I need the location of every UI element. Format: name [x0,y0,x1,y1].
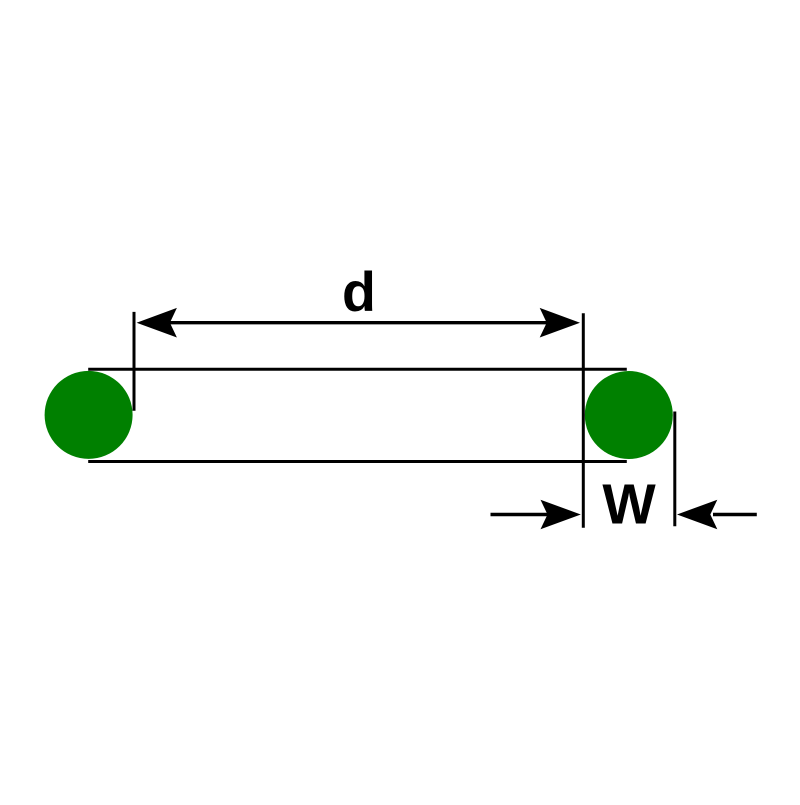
svg-text:d: d [342,261,376,323]
svg-text:W: W [602,473,656,536]
